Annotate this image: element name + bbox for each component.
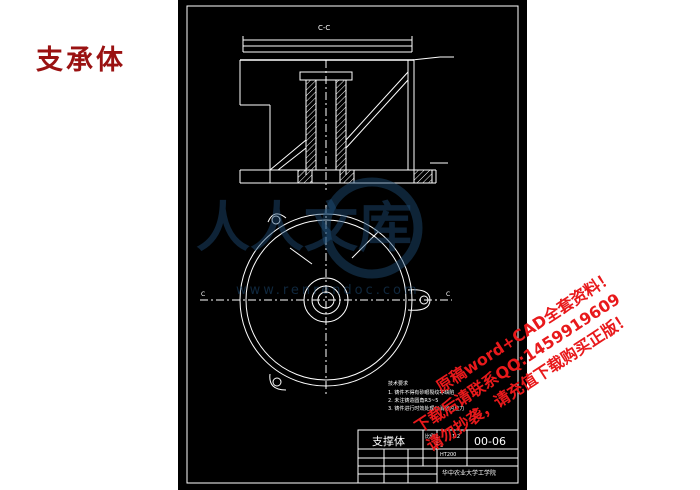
section-mark-left: C bbox=[201, 291, 205, 298]
title-material: HT200 bbox=[440, 452, 456, 458]
notes-line-2: 2. 未注铸造圆角R3~5 bbox=[388, 397, 438, 404]
watermark-line-2: 下载后请联系QQ:1459919609 bbox=[411, 289, 623, 436]
section-mark-right: C bbox=[446, 291, 450, 298]
watermark-circle bbox=[321, 177, 423, 279]
title-scale-label: 比例 bbox=[425, 433, 435, 440]
part-title: 支承体 bbox=[36, 45, 126, 76]
technical-notes: 技术要求 1. 铸件不得有砂眼裂纹等缺陷 2. 未注铸造圆角R3~5 3. 铸件… bbox=[388, 380, 464, 412]
title-qty: 1 bbox=[440, 443, 443, 449]
watermark-logo-text: 人人文库 bbox=[196, 195, 412, 259]
title-drawing-no: 00-06 bbox=[474, 435, 506, 448]
plan-view: C C bbox=[200, 205, 452, 395]
notes-heading: 技术要求 bbox=[388, 380, 408, 387]
title-block bbox=[357, 429, 519, 484]
notes-line-1: 1. 铸件不得有砂眼裂纹等缺陷 bbox=[388, 389, 454, 396]
section-view: C-C bbox=[239, 24, 454, 190]
notes-line-3: 3. 铸件进行时效处理以消除内应力 bbox=[388, 405, 464, 412]
cad-drawing-sheet bbox=[178, 0, 527, 490]
title-part-name: 支撑体 bbox=[372, 434, 405, 448]
title-scale: 1:2 bbox=[452, 434, 460, 440]
title-school: 华中农业大学工学院 bbox=[442, 469, 496, 477]
inner-border bbox=[186, 5, 519, 484]
section-label: C-C bbox=[318, 24, 330, 32]
watermark-url: www.renrendoc.com bbox=[236, 283, 420, 298]
title-block-text: 支撑体 比例 1:2 1 HT200 00-06 华中农业大学工学院 bbox=[372, 433, 506, 477]
